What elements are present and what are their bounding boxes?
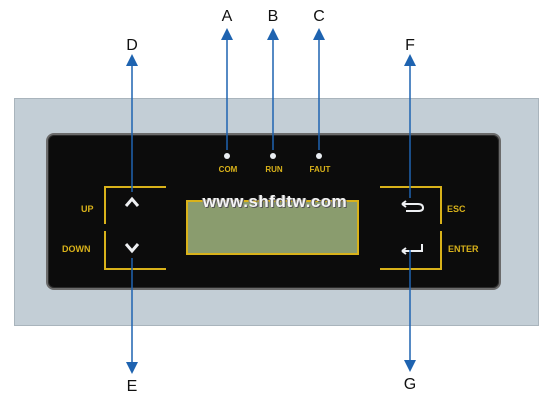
run-led-label: RUN — [265, 165, 283, 174]
run-led — [270, 153, 276, 159]
esc-button-side-line — [440, 186, 442, 224]
callout-letter-e: E — [126, 378, 138, 395]
callout-letter-f: F — [405, 37, 415, 54]
enter-arrow-icon — [398, 242, 426, 260]
enter-button-label: ENTER — [448, 244, 479, 254]
lcd-display — [186, 200, 359, 255]
watermark-text: www.shfdtw.com — [202, 192, 348, 211]
down-button-side-line — [104, 231, 106, 269]
down-button-bottom-line — [104, 268, 166, 270]
callout-letter-g: G — [403, 376, 417, 393]
chevron-down-icon — [124, 242, 140, 258]
esc-button-top-line — [380, 186, 442, 188]
enter-button-side-line — [440, 231, 442, 269]
callout-letter-a: A — [221, 8, 233, 25]
fault-led-label: FAUT — [309, 165, 331, 174]
up-button-label: UP — [81, 204, 94, 214]
callout-letter-d: D — [126, 37, 138, 54]
esc-button-label: ESC — [447, 204, 466, 214]
down-button-label: DOWN — [62, 244, 91, 254]
callout-letter-b: B — [267, 8, 279, 25]
com-led — [224, 153, 230, 159]
fault-led — [316, 153, 322, 159]
callout-letter-c: C — [313, 8, 325, 25]
up-button-side-line — [104, 186, 106, 224]
chevron-up-icon — [124, 196, 140, 212]
com-led-label: COM — [218, 165, 238, 174]
enter-button-bottom-line — [380, 268, 442, 270]
up-button-top-line — [104, 186, 166, 188]
return-arrow-icon — [398, 199, 426, 217]
